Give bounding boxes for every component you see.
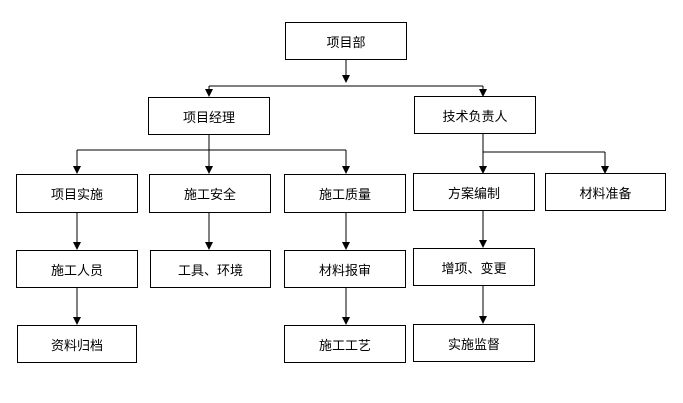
node-document-archiving: 资料归档 xyxy=(17,325,137,363)
node-project-implementation: 项目实施 xyxy=(16,174,138,213)
node-implementation-supervision: 实施监督 xyxy=(413,324,535,362)
node-additions-changes: 增项、变更 xyxy=(413,248,535,286)
node-project-department: 项目部 xyxy=(285,22,407,60)
node-project-manager: 项目经理 xyxy=(148,97,270,135)
node-construction-process: 施工工艺 xyxy=(284,325,406,363)
node-construction-safety: 施工安全 xyxy=(149,174,271,213)
node-material-report: 材料报审 xyxy=(284,250,406,288)
node-construction-staff: 施工人员 xyxy=(16,250,138,288)
node-material-preparation: 材料准备 xyxy=(545,173,666,211)
node-construction-quality: 施工质量 xyxy=(284,174,406,213)
node-tools-environment: 工具、环境 xyxy=(150,250,271,288)
node-technical-lead: 技术负责人 xyxy=(414,96,536,134)
node-scheme-preparation: 方案编制 xyxy=(413,173,535,211)
